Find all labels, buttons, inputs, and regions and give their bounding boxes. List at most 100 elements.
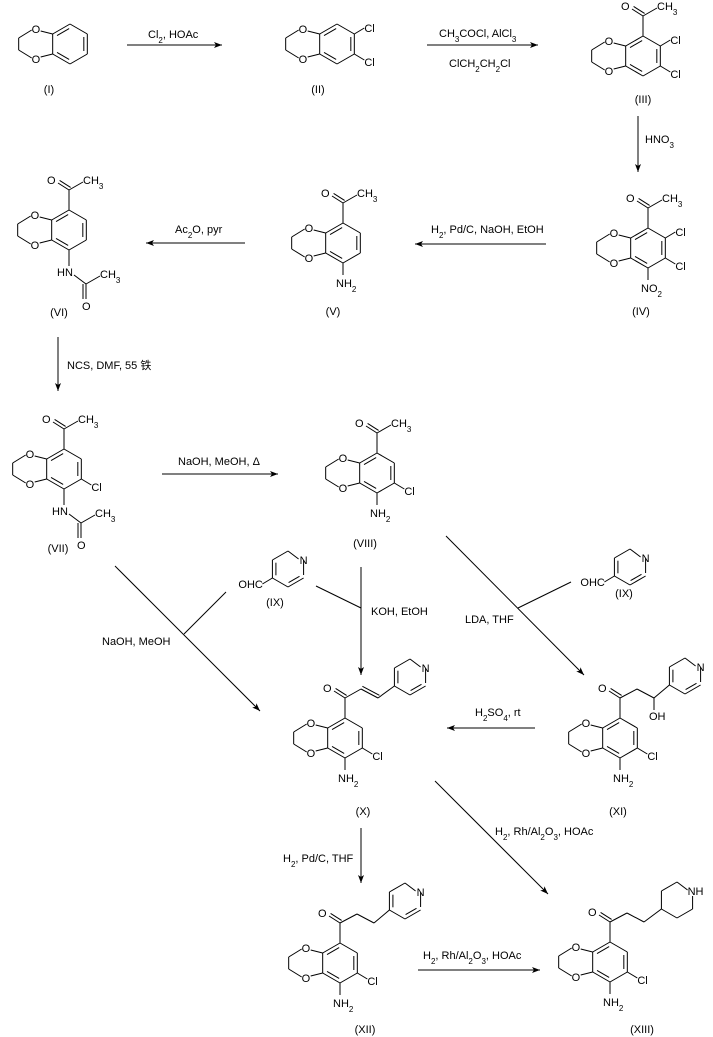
ring-bond (359, 482, 378, 494)
ring-bond-inner (323, 52, 337, 60)
ring-bond (272, 550, 289, 561)
arrowhead (358, 667, 364, 675)
oxygen-atom: O (305, 253, 314, 265)
ring-bond (52, 23, 71, 35)
alkene-bond (360, 688, 379, 699)
arrow-XII-to-XIII: H2, Rh/Al2O3, HOAc (418, 950, 540, 973)
compound-label: (IX) (266, 597, 284, 609)
ring-bond (336, 53, 355, 65)
methyl-group: CH3 (83, 175, 104, 191)
carbonyl-oxygen: O (318, 908, 327, 920)
oxygen-atom: O (26, 479, 35, 491)
bond (357, 972, 368, 980)
ring-bond (602, 747, 621, 759)
oxygen-atom: O (339, 453, 348, 465)
ring-bond-inner (405, 907, 417, 916)
bond (34, 455, 47, 460)
bond (293, 723, 307, 733)
oxygen-atom: O (605, 36, 614, 48)
bond (307, 53, 320, 58)
bond (63, 420, 79, 430)
arrow-VI-to-VII: NCS, DMF, 55 铁 (55, 337, 151, 391)
methyl-group: CH3 (95, 508, 116, 524)
carbonyl-bond (331, 195, 344, 204)
ring-bond-inner (55, 238, 69, 246)
carbonyl-oxygen: O (82, 301, 91, 313)
bond (618, 234, 631, 239)
bond (618, 257, 631, 262)
ring-bond-inner (329, 251, 343, 259)
arrow-XI-to-X: H2SO4, rt (447, 707, 535, 731)
oxygen-atom: O (339, 483, 348, 495)
bond (580, 971, 593, 976)
ring-bond-inner (323, 28, 337, 36)
oxygen-atom: O (582, 718, 591, 730)
ring-bond-inner (410, 683, 422, 692)
bond (307, 30, 320, 35)
ring-bond-inner (288, 575, 300, 584)
ring-bond (409, 685, 426, 696)
ring-bond-inner (606, 746, 620, 754)
carbonyl-bond-2 (367, 423, 379, 431)
ring-bond (389, 882, 406, 893)
carbonyl-bond (333, 690, 346, 699)
bond (627, 971, 638, 979)
chlorine-atom: Cl (367, 976, 377, 988)
ring-bond (287, 577, 304, 588)
carbonyl-oxygen: O (355, 418, 364, 430)
amide-nh: HN (57, 267, 73, 279)
reagent-label: Cl2, HOAc (148, 29, 199, 45)
pyridine-nitrogen: N (422, 663, 430, 675)
bond (637, 747, 648, 755)
carbonyl-bond-2 (638, 198, 650, 206)
ring-bond (684, 657, 696, 667)
bond (17, 215, 31, 225)
oxygen-atom: O (299, 24, 308, 36)
chlorine-atom: Cl (364, 23, 374, 35)
ring-bond (51, 209, 70, 221)
compound-label: (X) (356, 806, 371, 818)
ring-bond-inner (56, 52, 70, 60)
compound-I: OO(I) (18, 23, 88, 96)
ring-bond (322, 942, 341, 954)
chlorine-atom: Cl (372, 751, 382, 763)
ring-bond-inner (50, 453, 64, 461)
arrowhead (540, 886, 548, 894)
methyl-group: CH3 (662, 193, 683, 209)
ring-bond-inner (331, 722, 345, 730)
arrowhead (252, 703, 260, 711)
arrowhead (214, 42, 222, 48)
oxygen-atom: O (299, 54, 308, 66)
methyl-group: CH3 (100, 269, 121, 285)
ring-bond-inner (629, 64, 643, 72)
ring-bond (609, 971, 628, 983)
bond (613, 42, 626, 47)
bond (34, 478, 47, 483)
bond (591, 41, 605, 51)
bond (626, 912, 645, 923)
ring-bond (394, 685, 411, 696)
carbonyl-bond (365, 425, 378, 434)
bond (85, 275, 101, 285)
bond (285, 49, 299, 59)
ring-bond (625, 35, 644, 47)
bond (591, 61, 605, 71)
oxygen-atom: O (32, 24, 41, 36)
piperidine-nh: NH (688, 886, 704, 898)
bond (288, 968, 302, 978)
ring-bond-inner (685, 682, 697, 691)
ring-bond (376, 482, 395, 494)
bond (596, 233, 610, 243)
bond (12, 474, 26, 484)
bond (590, 724, 603, 729)
chlorine-atom: Cl (637, 975, 647, 987)
arrowhead (55, 383, 61, 391)
arrow-line (445, 535, 585, 676)
bond (653, 684, 670, 699)
